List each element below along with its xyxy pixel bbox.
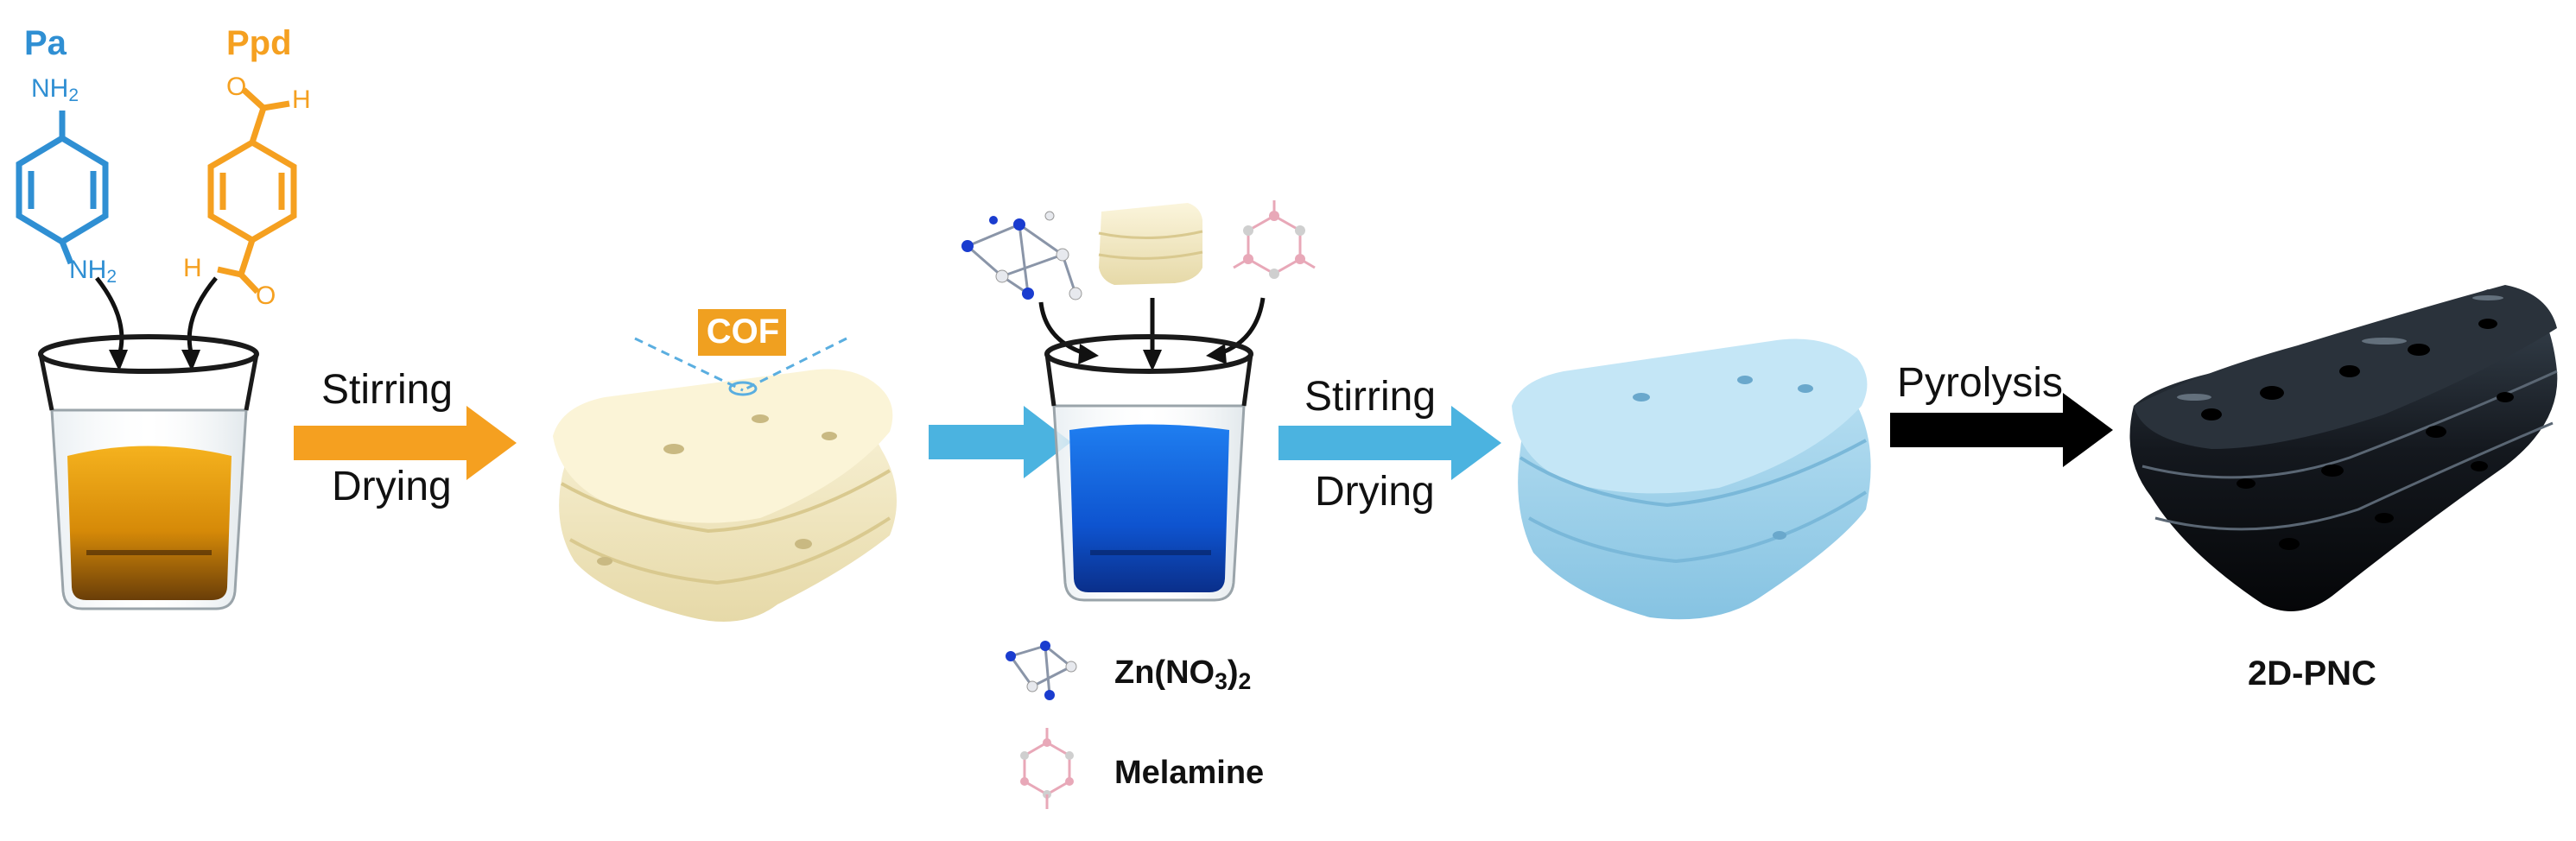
ppd-atom-labels: O H H O	[183, 73, 311, 310]
pa-label: Pa	[24, 24, 67, 62]
ppd-label: Ppd	[226, 24, 292, 62]
arrow-head-right	[181, 350, 200, 371]
carbon-block	[2129, 285, 2558, 611]
step2-top-label: Stirring	[1304, 374, 1437, 420]
product-label: 2D-PNC	[2248, 654, 2376, 692]
svg-text:H: H	[292, 85, 311, 114]
step3-label: Pyrolysis	[1897, 360, 2064, 406]
pa-nh2-bottom: NH2	[69, 256, 117, 288]
arrow-to-beaker-blue	[929, 406, 1071, 478]
beaker-blue	[1044, 334, 1253, 602]
beaker-amber	[38, 334, 259, 610]
legend-zinc-label: Zn(NO3)2	[1114, 654, 1252, 694]
arrow-head-left	[109, 350, 128, 371]
arrow-stirring-drying-2	[1278, 406, 1501, 480]
legend-zinc-icon	[1006, 641, 1077, 700]
reagent-arrows	[95, 276, 218, 357]
blue-cof-block	[1512, 338, 1871, 620]
cof-pointer-lines	[634, 337, 847, 396]
zinc-nitrate-cluster	[961, 211, 1082, 300]
pa-molecule	[16, 111, 109, 265]
legend-melamine-label: Melamine	[1114, 755, 1265, 791]
pa-nh2-top: NH2	[31, 74, 79, 106]
svg-text:H: H	[183, 254, 202, 282]
legend-melamine-icon	[1020, 728, 1074, 809]
cream-cof-block	[553, 369, 897, 622]
step1-top-label: Stirring	[321, 367, 454, 413]
svg-text:O: O	[256, 281, 276, 310]
step1-bottom-label: Drying	[332, 464, 452, 509]
step2-bottom-label: Drying	[1315, 469, 1435, 515]
svg-text:O: O	[226, 73, 246, 101]
arrow-stirring-drying-1	[294, 406, 517, 480]
cof-label: COF	[706, 313, 780, 351]
ppd-molecule	[207, 87, 297, 294]
small-cof-block	[1098, 203, 1203, 285]
cof-label-box	[698, 309, 786, 356]
melamine-molecule-top	[1233, 200, 1316, 279]
arrow-pyrolysis	[1890, 393, 2113, 467]
